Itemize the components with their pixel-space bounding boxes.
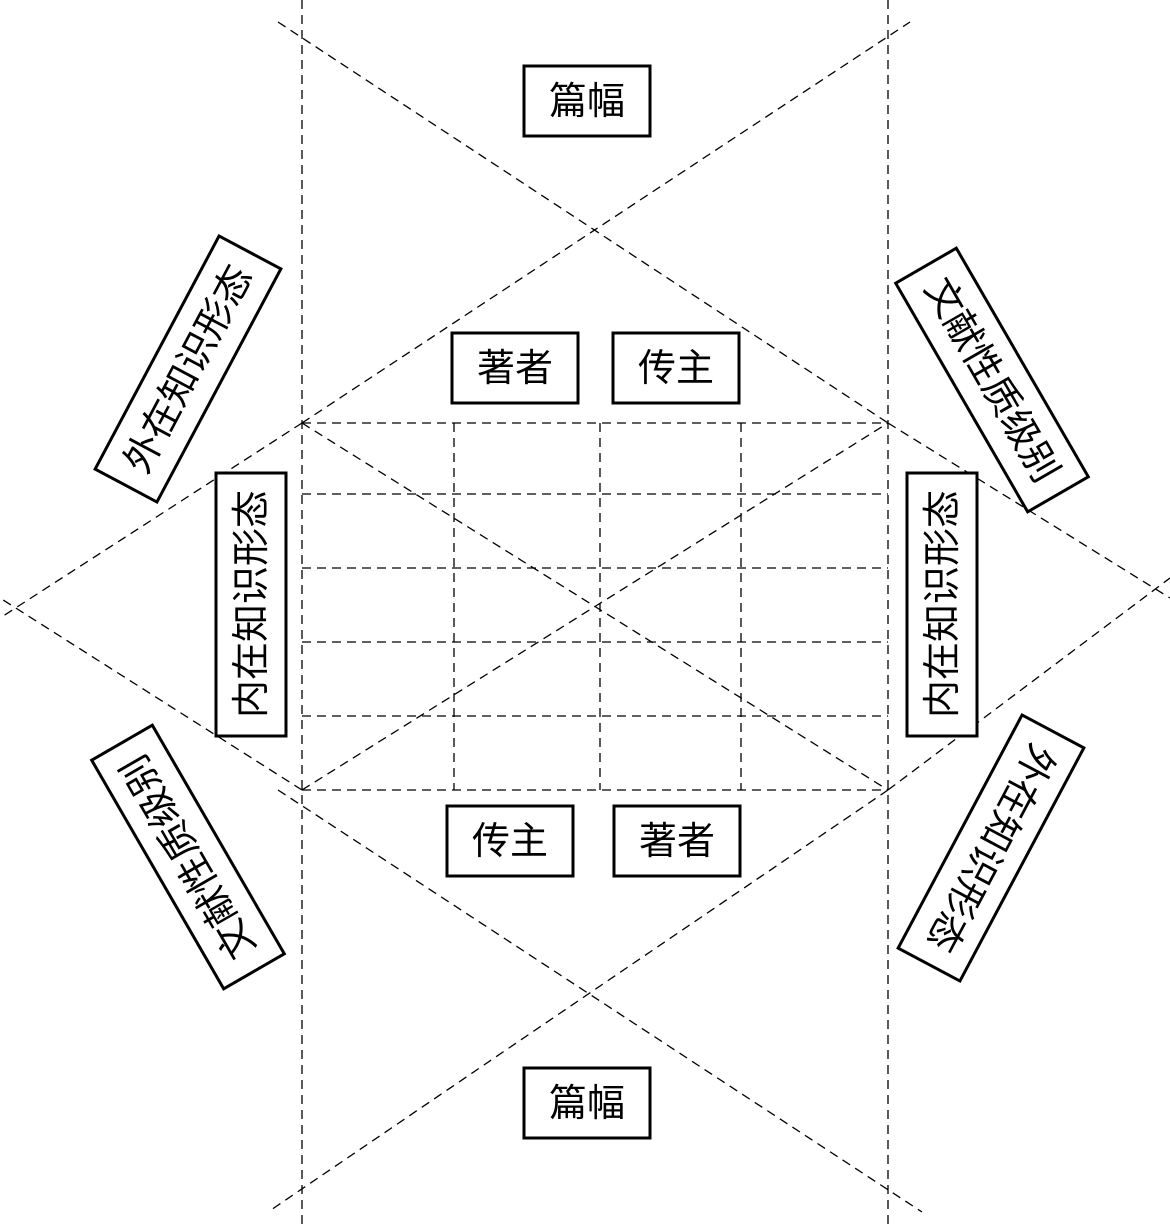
top-author-box: 著者 [450,331,580,405]
top-length-label: 篇幅 [549,79,625,123]
bottom-author-box: 著者 [612,804,742,878]
bottom-subject-label: 传主 [472,819,548,863]
upper-right-nature-label: 文献性质级别 [916,270,1068,489]
top-subject-label: 传主 [638,346,714,390]
lower-left-nature-label: 文献性质级别 [112,747,264,966]
right-internal-label: 内在知识形态 [920,490,964,718]
bottom-length-label: 篇幅 [549,1081,625,1125]
left-internal-label: 内在知识形态 [229,490,273,718]
top-subject-box: 传主 [611,331,741,405]
right-internal-box: 内在知识形态 [905,471,979,738]
bottom-length-box: 篇幅 [522,1066,652,1140]
left-internal-box: 内在知识形态 [214,471,288,738]
bottom-subject-box: 传主 [445,804,575,878]
lower-left-nature-box: 文献性质级别 [89,723,287,991]
lower-right-external-box: 外在知识形态 [896,712,1086,984]
top-author-label: 著者 [477,346,553,390]
bottom-author-label: 著者 [639,819,715,863]
top-length-box: 篇幅 [522,64,652,138]
upper-left-external-box: 外在知识形态 [93,233,283,505]
